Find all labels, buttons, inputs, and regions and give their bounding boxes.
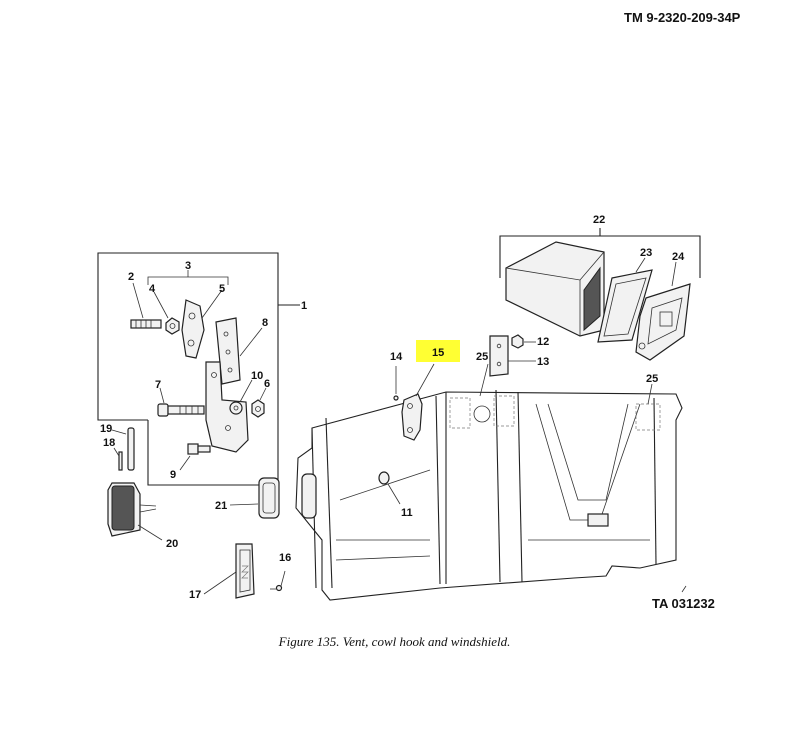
- vent-box-group: [499, 228, 701, 361]
- highlight-callout-15: [416, 340, 460, 362]
- ta-number: TA 031232: [652, 596, 715, 611]
- callout-11: 11: [401, 507, 413, 519]
- callout-15: 15: [432, 347, 444, 359]
- nut-part-6: [251, 399, 265, 418]
- bumper-assembly: [107, 427, 163, 541]
- cowl-hook-parts: [393, 340, 460, 441]
- bolt-head-part-7: [157, 403, 169, 417]
- callout-6: 6: [264, 378, 270, 390]
- callout-21: 21: [215, 500, 227, 512]
- callout-2: 2: [128, 271, 134, 283]
- pin-part-18: [118, 451, 123, 471]
- callout-13: 13: [537, 356, 549, 368]
- callout-1: 1: [301, 300, 307, 312]
- callout-5: 5: [219, 283, 225, 295]
- callout-4: 4: [149, 283, 156, 295]
- callout-20: 20: [166, 538, 178, 550]
- callout-19: 19: [100, 423, 112, 435]
- callout-22: 22: [593, 214, 605, 226]
- bracket-parts: [479, 334, 653, 405]
- detail-group-1: [97, 252, 300, 486]
- vent-grille-part-17: [235, 543, 255, 599]
- callout-18: 18: [103, 437, 115, 449]
- callout-7: 7: [155, 379, 161, 391]
- callout-9: 9: [170, 469, 176, 481]
- callout-12: 12: [537, 336, 549, 348]
- plug-part-11: [378, 471, 390, 485]
- callout-24: 24: [672, 251, 685, 263]
- grommet-part-21: [258, 477, 280, 519]
- bolt-shank-part-9: [197, 445, 211, 453]
- vent-grille-parts: [203, 477, 286, 599]
- callout-8: 8: [262, 317, 268, 329]
- nut-part-4: [165, 317, 180, 335]
- callout-25-left: 25: [476, 351, 488, 363]
- bolt-head-part-9: [187, 443, 199, 455]
- cowl-hook-body: [205, 361, 249, 453]
- callout-16: 16: [279, 552, 291, 564]
- callout-10: 10: [251, 370, 263, 382]
- figure-caption: Figure 135. Vent, cowl hook and windshie…: [278, 634, 511, 649]
- screw-part-14: [393, 395, 399, 401]
- gasket-part-23: [597, 269, 653, 343]
- latch-plate-part-5: [181, 299, 205, 359]
- screw-part-16: [275, 584, 283, 592]
- bracket-part-13: [489, 335, 509, 377]
- rod-part-19: [127, 427, 135, 471]
- cowl-hook-part-15: [401, 393, 423, 441]
- callout-25-right: 25: [646, 373, 658, 385]
- callout-17: 17: [189, 589, 201, 601]
- tm-number-header: TM 9-2320-209-34P: [624, 10, 741, 25]
- callout-3: 3: [185, 260, 191, 272]
- callout-14: 14: [390, 351, 403, 363]
- callout-23: 23: [640, 247, 652, 259]
- cowl-body-outline: [295, 389, 683, 601]
- nut-part-12: [511, 334, 524, 349]
- washer-part-10: [229, 401, 243, 415]
- ta-arrow: [681, 585, 687, 593]
- vent-cover-part-24: [635, 283, 691, 361]
